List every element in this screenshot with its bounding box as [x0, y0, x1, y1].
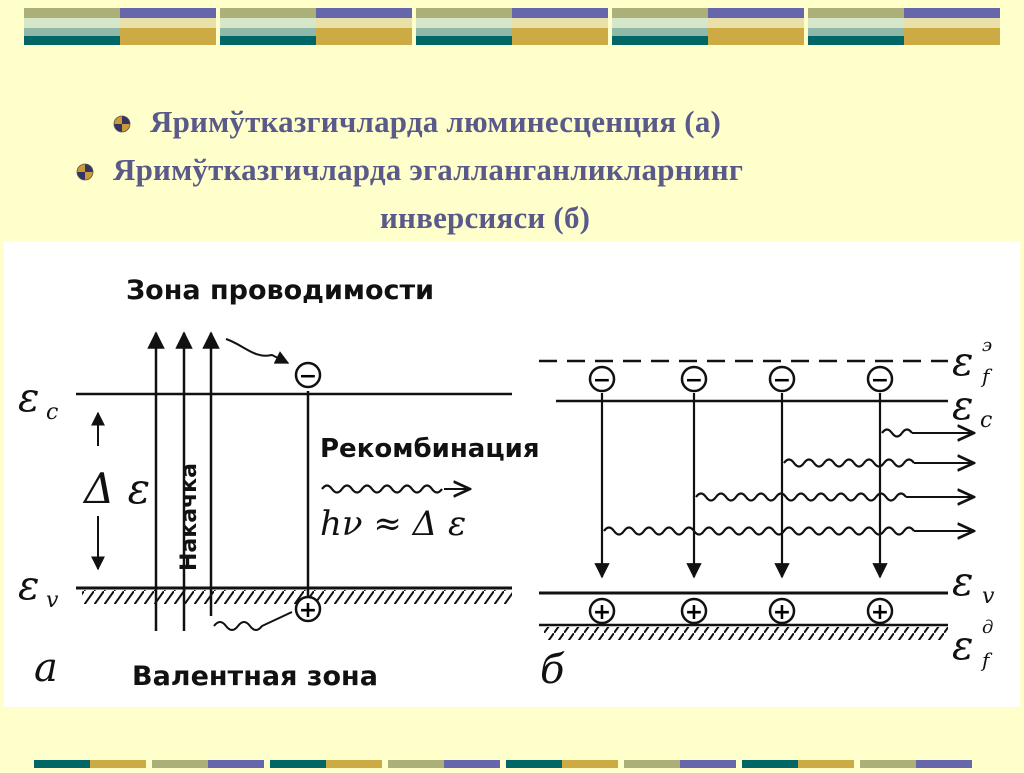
hole-sign: +	[685, 600, 703, 625]
hole-sign: +	[299, 598, 317, 623]
electron-symbol	[866, 365, 894, 393]
decorative-block	[388, 760, 500, 768]
decorative-block	[808, 8, 1000, 45]
panel-b-label: б	[540, 647, 565, 693]
hole-sign: +	[773, 600, 791, 625]
level-ec-subscript: c	[46, 400, 58, 425]
panel-a: Зона проводимости ε c ε v Δ ε Накачка	[18, 275, 540, 692]
pumping-label: Накачка	[177, 463, 202, 571]
hole-symbol	[768, 597, 796, 625]
decorative-block	[270, 760, 382, 768]
hole-symbol	[680, 597, 708, 625]
level-ec-b-subscript: c	[980, 408, 992, 433]
decorative-block	[220, 8, 412, 45]
decorative-block	[506, 760, 618, 768]
level-fe-symbol: ε	[952, 339, 973, 385]
bullet-line-2: Яримўтказгичларда эгалланганликларнинг	[113, 152, 744, 187]
band-diagram-figure: Зона проводимости ε c ε v Δ ε Накачка	[4, 241, 1020, 707]
level-fd-superscript: д	[982, 617, 993, 638]
hole-symbol	[866, 597, 894, 625]
level-ec-b-symbol: ε	[952, 383, 973, 429]
hole-symbol	[588, 597, 616, 625]
top-decorative-band	[0, 0, 1024, 46]
hole-symbol	[294, 595, 322, 623]
electron-sign: −	[871, 368, 889, 393]
stimulated-photon-wave	[695, 492, 907, 502]
stimulated-photon-wave	[881, 428, 913, 438]
bullet-line-3: инверсияси (б)	[380, 200, 591, 235]
decorative-block	[860, 760, 972, 768]
bottom-decorative-band	[0, 750, 1024, 768]
bullet-line-1: Яримўтказгичларда люминесценция (а)	[150, 104, 722, 139]
decorative-block	[34, 760, 146, 768]
panel-b: ε э f ε c ε v ε д f б − + − + − + − +	[539, 335, 995, 693]
level-fe-superscript: э	[982, 335, 992, 356]
electron-sign: −	[593, 368, 611, 393]
electron-symbol	[294, 361, 322, 389]
decorative-block	[742, 760, 854, 768]
valence-band-label: Валентная зона	[132, 661, 378, 692]
decorative-block	[24, 8, 216, 45]
level-ev-subscript: v	[46, 588, 59, 613]
electron-sign: −	[773, 368, 791, 393]
bullet-icon	[113, 115, 131, 133]
decorative-block	[152, 760, 264, 768]
photon-wave	[321, 484, 443, 494]
stimulated-photon-wave	[783, 458, 915, 468]
recombination-label: Рекомбинация	[320, 434, 540, 464]
valence-hatching	[82, 590, 512, 604]
decorative-block	[624, 760, 736, 768]
band-gap-label: Δ ε	[82, 464, 150, 513]
level-ev-b-symbol: ε	[952, 559, 973, 605]
hole-sign: +	[871, 600, 889, 625]
electron-sign: −	[685, 368, 703, 393]
electron-sign: −	[299, 364, 317, 389]
level-ec-symbol: ε	[18, 375, 39, 421]
decorative-block	[612, 8, 804, 45]
level-fd-symbol: ε	[952, 623, 973, 669]
panel-a-label: а	[34, 645, 58, 691]
photon-energy-label: hν ≈ Δ ε	[320, 504, 466, 544]
electron-symbol	[768, 365, 796, 393]
electron-symbol	[588, 365, 616, 393]
level-ev-b-subscript: v	[982, 584, 995, 609]
hole-relaxation-curve	[213, 611, 293, 631]
electron-symbol	[680, 365, 708, 393]
hole-sign: +	[593, 600, 611, 625]
level-ev-symbol: ε	[18, 563, 39, 609]
bullet-icon	[76, 163, 94, 181]
relaxation-curve	[225, 338, 290, 364]
decorative-block	[416, 8, 608, 45]
level-fd-subscript: f	[980, 648, 993, 672]
conduction-band-label: Зона проводимости	[126, 275, 434, 306]
stimulated-photon-wave	[603, 526, 915, 536]
level-fe-subscript: f	[980, 364, 993, 388]
hole-hatching	[544, 627, 948, 640]
